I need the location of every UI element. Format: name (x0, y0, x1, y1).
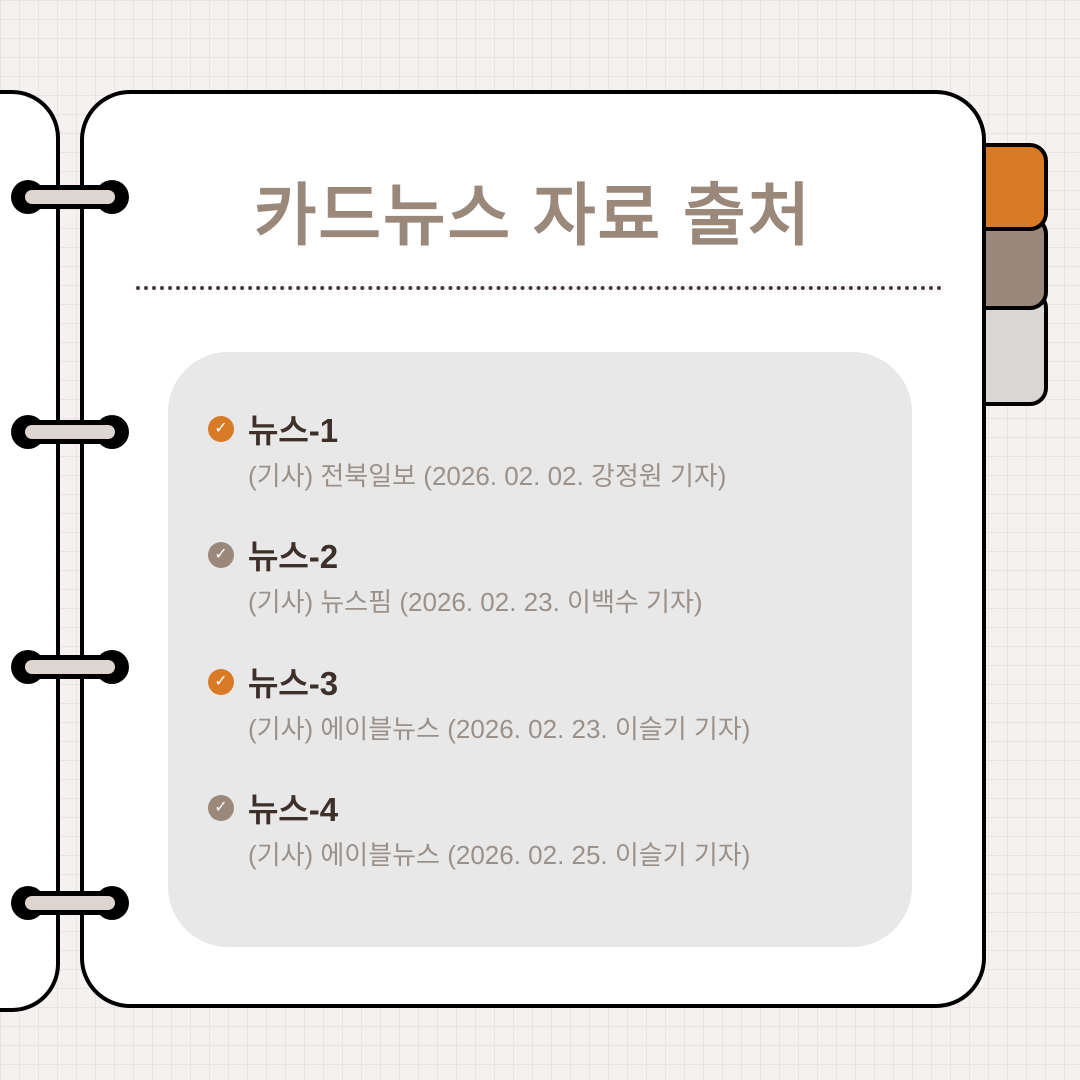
item-heading: 뉴스-2 (248, 538, 339, 575)
item-source: (기사) 뉴스핌 (2026. 02. 23. 이백수 기자) (248, 587, 703, 617)
sources-panel (168, 352, 912, 947)
check-circle-icon: ✓ (208, 669, 234, 695)
item-source: (기사) 전북일보 (2026. 02. 02. 강정원 기자) (248, 461, 727, 491)
check-circle-icon: ✓ (208, 542, 234, 568)
binder-ring-icon (11, 415, 129, 449)
item-heading: 뉴스-4 (248, 791, 339, 828)
binder-ring-icon (11, 886, 129, 920)
dotted-divider (136, 286, 942, 290)
check-circle-icon: ✓ (208, 795, 234, 821)
item-heading: 뉴스-3 (248, 665, 339, 702)
binder-ring-icon (11, 650, 129, 684)
item-source: (기사) 에이블뉴스 (2026. 02. 25. 이슬기 기자) (248, 840, 751, 870)
item-heading: 뉴스-1 (248, 412, 339, 449)
item-source: (기사) 에이블뉴스 (2026. 02. 23. 이슬기 기자) (248, 714, 751, 744)
back-page (0, 90, 60, 1012)
binder-ring-icon (11, 180, 129, 214)
page-title: 카드뉴스 자료 출처 (253, 178, 813, 254)
check-circle-icon: ✓ (208, 416, 234, 442)
